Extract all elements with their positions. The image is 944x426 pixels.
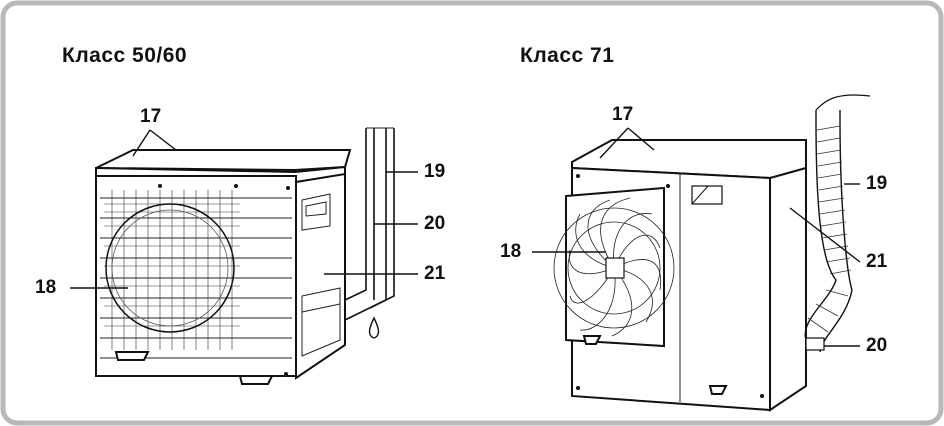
left-callout-19: 19	[424, 161, 446, 182]
right-leader-lines	[532, 127, 861, 347]
left-callout-21: 21	[424, 263, 446, 284]
right-callout-20: 20	[866, 335, 888, 356]
right-callout-17: 17	[612, 104, 634, 125]
right-callout-19: 19	[866, 173, 888, 194]
right-unit-title: Класс 71	[520, 44, 615, 67]
left-unit-title: Класс 50/60	[62, 44, 188, 67]
right-callout-21: 21	[866, 251, 888, 272]
left-outdoor-unit	[95, 127, 395, 385]
left-leader-lines	[70, 129, 418, 289]
left-callout-20: 20	[424, 213, 446, 234]
right-outdoor-unit	[553, 94, 871, 412]
right-callout-18: 18	[500, 241, 522, 262]
left-callout-17: 17	[140, 106, 162, 127]
left-callout-18: 18	[35, 277, 57, 298]
